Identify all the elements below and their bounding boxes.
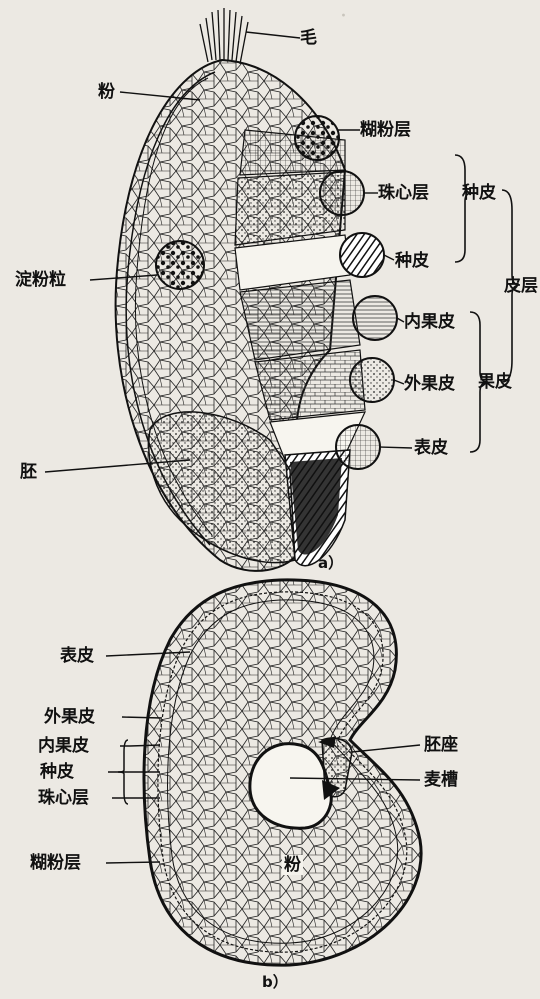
label-testa-b: 种皮 bbox=[40, 762, 74, 782]
diagram-a bbox=[45, 8, 520, 571]
layer-mesocarp-band bbox=[255, 350, 365, 420]
label-mesocarp-b: 外果皮 bbox=[44, 707, 95, 727]
label-mesocarp-a: 外果皮 bbox=[404, 374, 455, 394]
caption-b: b） bbox=[262, 972, 288, 992]
group-bran: 皮层 bbox=[504, 276, 538, 296]
circle-testa bbox=[340, 233, 384, 277]
label-aleurone-b: 糊粉层 bbox=[30, 853, 81, 873]
label-endocarp-b: 内果皮 bbox=[38, 736, 89, 756]
label-nucellus-b: 珠心层 bbox=[38, 788, 89, 808]
label-nucellus-a: 珠心层 bbox=[378, 183, 429, 203]
group-seed-coat: 种皮 bbox=[462, 183, 496, 203]
label-starch-grain: 淀粉粒 bbox=[15, 270, 66, 290]
circle-mesocarp bbox=[350, 358, 394, 402]
diagram-b bbox=[106, 580, 421, 965]
layer-endocarp-band bbox=[240, 280, 360, 360]
label-testa-a: 种皮 bbox=[395, 251, 429, 271]
circle-nucellus bbox=[320, 171, 364, 215]
circle-epidermis bbox=[336, 425, 380, 469]
label-scutellum: 胚座 bbox=[424, 735, 458, 755]
group-pericarp: 果皮 bbox=[478, 372, 512, 392]
caption-a: a） bbox=[318, 553, 343, 573]
hair-brush bbox=[200, 8, 248, 64]
label-starch-b: 粉 bbox=[282, 855, 303, 875]
label-endocarp-a: 内果皮 bbox=[404, 312, 455, 332]
circle-starch-grain bbox=[156, 241, 204, 289]
label-hair: 毛 bbox=[300, 28, 317, 48]
label-embryo: 胚 bbox=[20, 462, 37, 482]
crease-cavity bbox=[250, 744, 331, 828]
label-epidermis-b: 表皮 bbox=[60, 646, 94, 666]
circle-aleurone bbox=[295, 116, 339, 160]
label-starch-a: 粉 bbox=[98, 82, 115, 102]
label-aleurone-a: 糊粉层 bbox=[360, 120, 411, 140]
label-crease: 麦槽 bbox=[424, 770, 458, 790]
label-epidermis-a: 表皮 bbox=[414, 438, 448, 458]
circle-endocarp bbox=[353, 296, 397, 340]
